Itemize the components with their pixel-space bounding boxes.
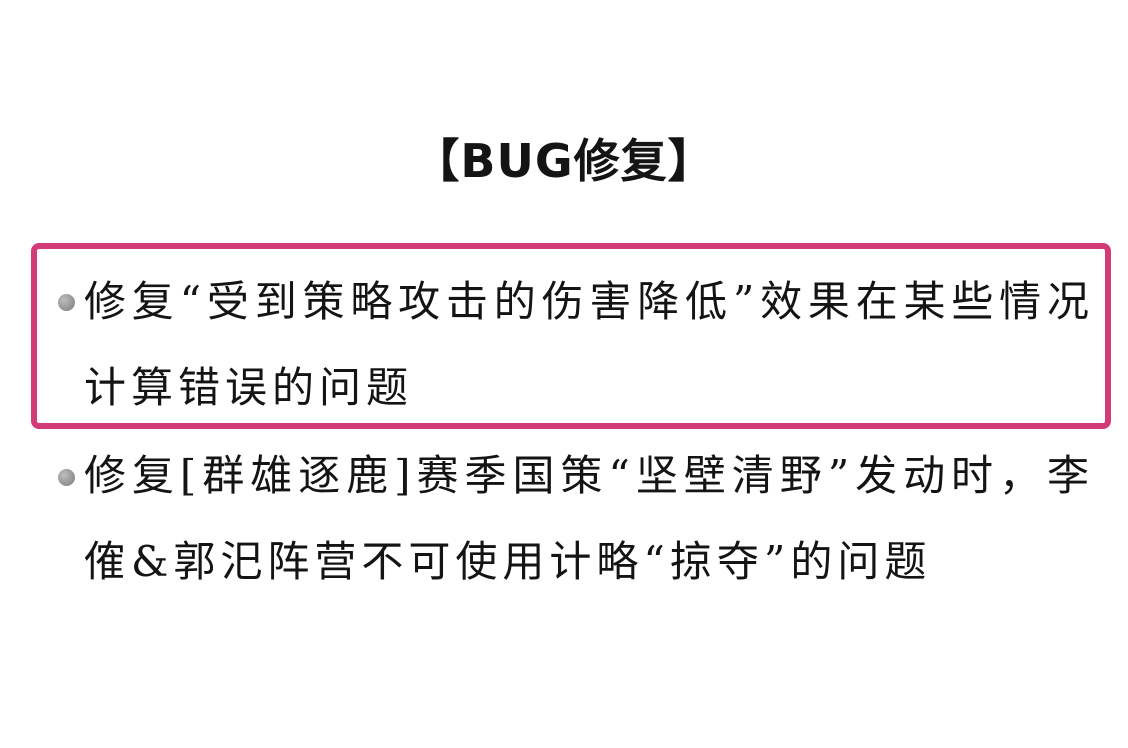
list-item-text: 修复[群雄逐鹿]赛季国策“坚壁清野”发动时，李傕&郭汜阵营不可使用计略“掠夺”的…	[84, 451, 1094, 586]
bullet-icon	[58, 469, 75, 486]
section-heading: 【BUG修复】	[413, 134, 715, 188]
bullet-icon	[58, 294, 75, 311]
highlight-box	[31, 243, 1111, 429]
list-item-text: 修复“受到策略攻击的伤害降低”效果在某些情况计算错误的问题	[84, 277, 1094, 412]
